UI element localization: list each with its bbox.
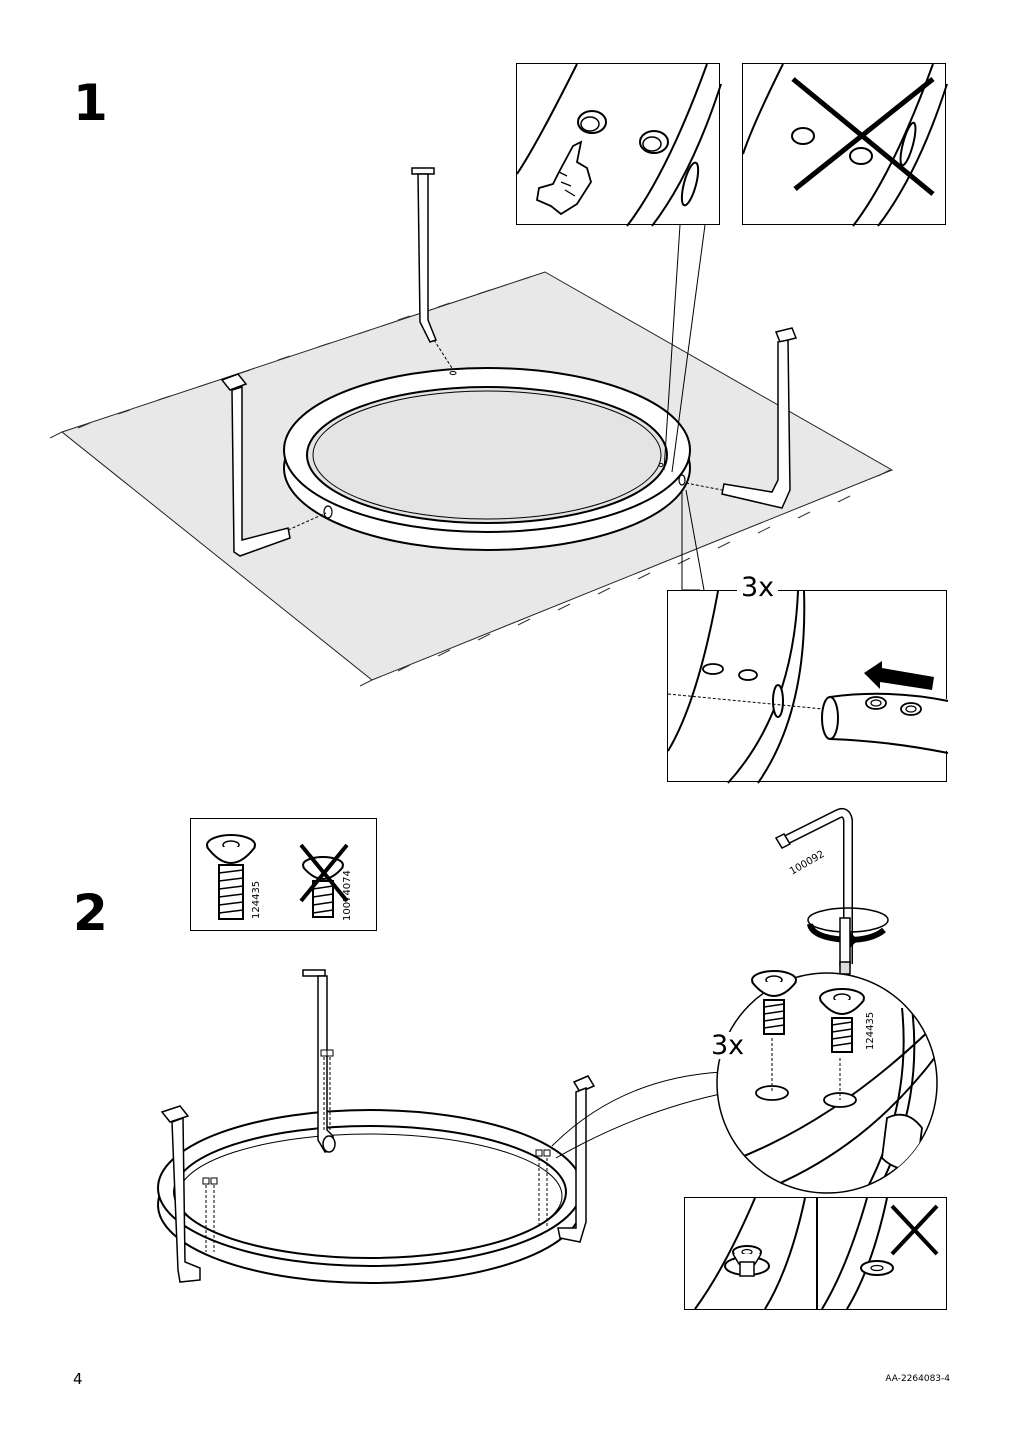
correct-screw-part-number: 124435 (251, 880, 262, 919)
allen-key-icon (774, 807, 853, 964)
screw-large-left (751, 970, 797, 1035)
screw-comparison-box: 124435 10074074 (190, 818, 377, 931)
step-1-number: 1 (73, 74, 108, 132)
detail-holes-correct-drawing (516, 63, 722, 227)
document-id: AA-2264083-4 (885, 1374, 950, 1384)
step-2-illustration (157, 969, 731, 1284)
step-2-number: 2 (73, 884, 108, 942)
screw-large-right (819, 988, 865, 1053)
detail-box-correct-holes (516, 63, 722, 227)
step-1-illustration (49, 167, 894, 687)
page-number: 4 (73, 1370, 83, 1388)
wrong-screw-part-number: 10074074 (342, 870, 353, 921)
step-2-quantity-label: 3x (707, 1032, 749, 1059)
detail-box-leg-insertion (667, 590, 949, 784)
pointing-hand-icon (535, 140, 592, 216)
screw-correct-flush-drawing (694, 1197, 806, 1310)
screw-check-divider (816, 1198, 818, 1309)
screw-detail-part-number: 124435 (865, 1011, 876, 1050)
detail-leg-insertion-drawing (667, 590, 949, 784)
screw-wrong-drawing (821, 1197, 939, 1310)
step-1-quantity-label: 3x (737, 574, 779, 601)
arrow-left-icon (864, 661, 934, 690)
wrong-screw-drawing (299, 843, 349, 918)
detail-holes-wrong-drawing (742, 63, 948, 227)
detail-box-wrong-holes (742, 63, 948, 227)
correct-screw-drawing (206, 834, 256, 920)
screw-check-box (684, 1197, 947, 1310)
